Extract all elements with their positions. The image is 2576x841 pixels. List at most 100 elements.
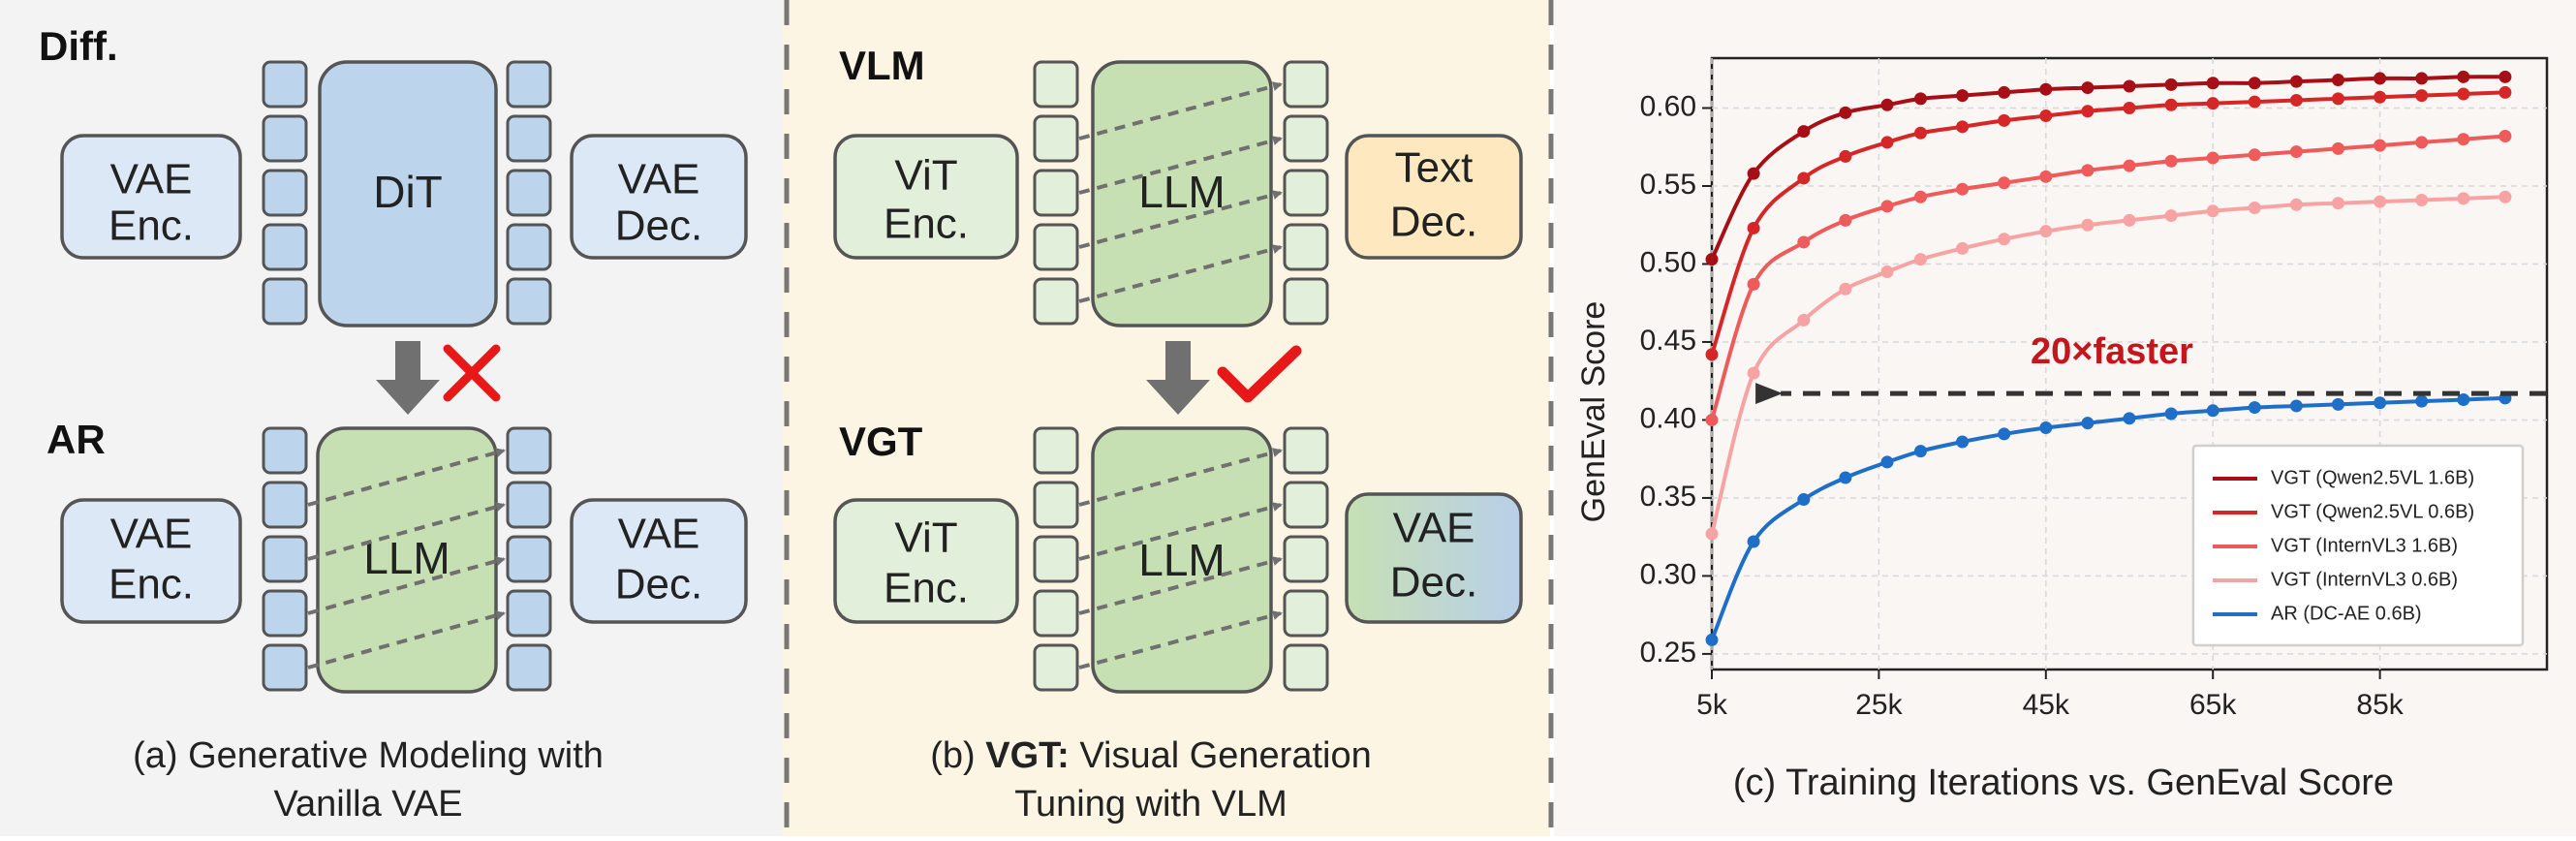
token-box (506, 643, 552, 692)
panel-a-dit-label: DiT (373, 167, 443, 217)
data-point (1747, 167, 1760, 180)
token-box (506, 535, 552, 583)
panel-a-diff-vae-encoder-label-2: Enc. (109, 202, 194, 250)
token-box (506, 481, 552, 529)
token-box (1283, 169, 1329, 217)
chart-annotation: 20×faster (1755, 331, 2547, 405)
token-box (1033, 426, 1079, 475)
panel-a-diff-title: Diff. (39, 23, 118, 69)
panel-a-ar-vae-decoder-label-2: Dec. (615, 561, 702, 608)
token-box (1283, 535, 1329, 583)
panel-b: VLM VGT ViT Enc. LLM Text Dec. ViT Enc. … (783, 0, 1554, 836)
data-point (2289, 93, 2303, 107)
check-icon (1217, 345, 1302, 403)
token-box (1033, 643, 1079, 692)
panel-b-caption-line-1: (b) VGT: Visual Generation (930, 735, 1372, 776)
cross-icon (443, 344, 501, 402)
data-point (2039, 82, 2053, 96)
data-point (2415, 89, 2429, 103)
panel-a-caption-line-1: (a) Generative Modeling with (133, 735, 604, 776)
panel-a-diff-vae-encoder (60, 134, 242, 260)
y-tick-label: 0.60 (1640, 90, 1696, 122)
data-point (1705, 253, 1719, 266)
chart-caption: (c) Training Iterations vs. GenEval Scor… (1733, 763, 2394, 803)
panel-b-caption-bold: VGT: (985, 735, 1070, 776)
data-point (2248, 148, 2261, 162)
data-point (1705, 348, 1719, 361)
token-box (262, 643, 308, 692)
data-point (2039, 420, 2053, 434)
y-tick-label: 0.25 (1640, 637, 1696, 669)
data-point (2123, 159, 2136, 172)
next-token-arrow (1078, 610, 1283, 670)
panel-a-dit-block (318, 60, 498, 327)
panel-a-down-arrow (376, 341, 440, 415)
legend-label: VGT (Qwen2.5VL 1.6B) (2271, 467, 2474, 488)
data-point (1797, 125, 1811, 139)
panel-b-vgt-autoregressive-arrows (1078, 448, 1283, 670)
data-point (2457, 87, 2470, 101)
data-point (1880, 136, 1894, 149)
panel-a-caption-line-2: Vanilla VAE (273, 784, 462, 825)
data-point (2498, 70, 2512, 83)
panel-a-ar-right-tokens (506, 426, 552, 692)
data-point (2374, 396, 2387, 410)
chart-grid (1711, 58, 2547, 670)
token-box (262, 481, 308, 529)
data-point (2206, 97, 2219, 110)
series-line (1710, 90, 2505, 356)
data-point (1914, 445, 1927, 458)
data-point (2457, 393, 2470, 407)
token-box (1033, 535, 1079, 583)
panel-b-vlm-right-tokens (1283, 60, 1329, 326)
panel-b-vlm-title: VLM (839, 43, 925, 88)
legend-label: VGT (Qwen2.5VL 0.6B) (2271, 501, 2474, 522)
data-point (2498, 129, 2512, 142)
data-point (2164, 98, 2178, 111)
token-box (262, 535, 308, 583)
y-tick-label: 0.40 (1640, 402, 1696, 434)
data-point (2498, 190, 2512, 203)
token-box (1283, 114, 1329, 163)
data-point (2164, 407, 2178, 420)
data-point (2457, 133, 2470, 146)
panel-b-vae-decoder-label-1: VAE (1393, 505, 1475, 552)
data-point (2206, 404, 2219, 418)
panel-b-vgt-vit-encoder (833, 498, 1019, 624)
data-point (2289, 198, 2303, 211)
data-point (2332, 92, 2344, 106)
chart-legend: VGT (Qwen2.5VL 1.6B) VGT (Qwen2.5VL 0.6B)… (2191, 444, 2525, 647)
chart-series-layer (1705, 70, 2512, 646)
next-token-arrow (1078, 448, 1283, 507)
next-token-arrow (307, 556, 506, 615)
panel-b-vgt-left-tokens (1033, 426, 1079, 692)
panel-b-caption-line-2: Tuning with VLM (1014, 784, 1288, 825)
token-box (1283, 426, 1329, 475)
token-box (506, 60, 552, 109)
next-token-arrow (1078, 556, 1283, 615)
data-point (1747, 277, 1760, 291)
data-point (2415, 193, 2429, 206)
token-box (1283, 60, 1329, 109)
token-box (262, 277, 308, 326)
legend-label: VGT (InternVL3 1.6B) (2271, 535, 2458, 556)
panel-b-caption-prefix: (b) (930, 735, 985, 776)
chart-y-axis-label: GenEval Score (1575, 301, 1612, 523)
panel-a-diff-vae-decoder-label-2: Dec. (615, 202, 702, 250)
data-point (2374, 90, 2387, 104)
y-tick-label: 0.30 (1640, 558, 1696, 590)
data-point (1914, 126, 1927, 140)
token-box (262, 426, 308, 475)
data-point (1839, 282, 1852, 296)
token-box (1283, 589, 1329, 638)
panel-a: Diff. AR VAE Enc. DiT VAE Dec. VAE Enc. … (0, 0, 783, 836)
data-point (1956, 241, 1970, 255)
data-point (1797, 313, 1811, 327)
panel-b-vlm-vit-label-2: Enc. (884, 201, 969, 248)
x-tick-label: 5k (1696, 689, 1728, 721)
data-point (2415, 72, 2429, 85)
next-token-arrow (1078, 502, 1283, 561)
token-box (506, 223, 552, 271)
token-box (506, 277, 552, 326)
data-point (1797, 171, 1811, 185)
